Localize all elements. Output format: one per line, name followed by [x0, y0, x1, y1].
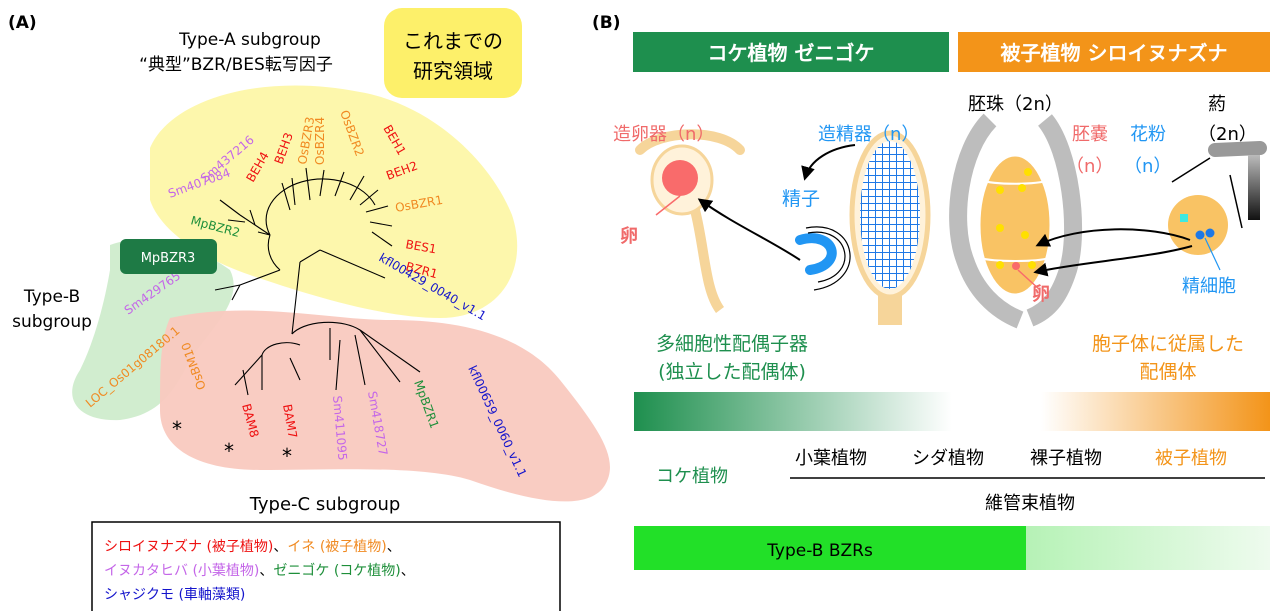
- type-c-blob: [160, 310, 610, 502]
- panel-b-label: (B): [592, 13, 621, 33]
- anther-ploidy: （2n）: [1198, 124, 1257, 145]
- typeb-bar-fade: [1026, 526, 1270, 570]
- pollen-label: 花粉: [1130, 124, 1166, 145]
- type-a-title: Type-A subgroup: [178, 30, 321, 50]
- legend-selaginella: イヌカタヒバ (小葉植物): [104, 563, 259, 579]
- embryo-sac-label: 胚嚢: [1072, 124, 1108, 145]
- gene-bes1: BES1: [404, 237, 437, 256]
- header-moss-text: コケ植物 ゼニゴケ: [708, 41, 875, 65]
- header-angiosperm: [958, 32, 1270, 72]
- antheridium-label: 造精器（n）: [818, 124, 919, 145]
- right-caption-line1: 胞子体に従属した: [1092, 333, 1244, 355]
- mpbzr3-highlight: [120, 239, 217, 274]
- arrow-antheridium-sperm: [801, 144, 856, 181]
- left-caption-line2: (独立した配偶体): [658, 361, 806, 383]
- gene-bam7: BAM7: [280, 403, 300, 439]
- ovule-label: 胚珠（2n）: [968, 94, 1063, 115]
- type-a-subtitle: “典型”BZR/BES転写因子: [139, 55, 333, 75]
- gene-sm411095: Sm411095: [330, 395, 350, 461]
- anther-illustration: [1171, 141, 1267, 229]
- typeb-bar-label: Type-B BZRs: [766, 541, 873, 561]
- type-b-subtitle: subgroup: [12, 312, 92, 332]
- type-b-blob: [72, 239, 234, 421]
- taxon-gymnosperm: 裸子植物: [1030, 448, 1102, 469]
- research-box-line2: 研究領域: [413, 59, 493, 83]
- anther-label: 葯: [1208, 94, 1226, 115]
- left-caption-line1: 多細胞性配偶子器: [656, 333, 808, 355]
- legend-end2: 、: [401, 563, 415, 579]
- egg-right-label: 卵: [1032, 283, 1050, 305]
- gene-osbzr4: OsBZR4: [313, 117, 327, 165]
- type-b-title: Type-B: [23, 287, 80, 307]
- typeb-bar-solid: [634, 526, 1026, 570]
- arrow-pollen-embryosac: [1035, 228, 1191, 247]
- taxon-moss: コケ植物: [656, 466, 728, 487]
- taxon-fern: シダ植物: [912, 448, 984, 469]
- legend-rice: イネ (被子植物): [287, 539, 386, 555]
- legend-line2: イヌカタヒバ (小葉植物)、ゼニゴケ (コケ植物)、: [104, 562, 415, 579]
- arrow-sperm-egg: [697, 198, 801, 261]
- gene-mpbzr3: MpBZR3: [141, 251, 196, 266]
- asterisk-bam8: *: [224, 439, 234, 463]
- panel-a-label: (A): [8, 13, 37, 33]
- pollen-illustration: [1168, 195, 1228, 271]
- embryo-sac-ploidy: （n）: [1066, 156, 1113, 177]
- arrow-pollen-egg: [1033, 245, 1193, 277]
- taxon-lycophyte: 小葉植物: [795, 448, 867, 469]
- phylogenetic-tree: [214, 167, 421, 396]
- sperm-label: 精子: [782, 188, 820, 210]
- legend-sep2: 、: [259, 563, 273, 579]
- sperm-cell-label: 精細胞: [1182, 276, 1236, 297]
- asterisk-osbam10: *: [172, 417, 182, 441]
- taxon-angiosperm: 被子植物: [1155, 448, 1227, 469]
- archegonium-illustration: [635, 129, 745, 313]
- type-a-blob: [150, 85, 518, 318]
- legend-end1: 、: [387, 539, 401, 555]
- asterisk-bam7: *: [282, 444, 292, 468]
- sperm-illustration: [795, 226, 851, 291]
- type-c-title: Type-C subgroup: [249, 494, 401, 515]
- species-legend: [91, 521, 561, 611]
- ovule-illustration: [949, 113, 1083, 329]
- archegonium-label: 造卵器（n）: [613, 124, 714, 145]
- gradient-bar: [634, 392, 1270, 431]
- legend-chara: シャジクモ (車軸藻類): [104, 586, 245, 603]
- header-moss: [633, 32, 949, 72]
- research-area-box: [384, 8, 522, 98]
- header-angiosperm-text: 被子植物 シロイヌナズナ: [1001, 41, 1228, 65]
- right-caption-line2: 配偶体: [1139, 361, 1196, 383]
- taxon-vascular: 維管束植物: [985, 493, 1075, 514]
- legend-sep1: 、: [273, 539, 287, 555]
- legend-marchantia: ゼニゴケ (コケ植物): [273, 562, 400, 579]
- pollen-ploidy: （n）: [1124, 156, 1171, 177]
- legend-arabidopsis: シロイヌナズナ (被子植物): [104, 539, 273, 555]
- antheridium-illustration: [849, 130, 931, 325]
- research-box-line1: これまでの: [403, 29, 503, 53]
- egg-left-label: 卵: [620, 225, 638, 247]
- legend-line1: シロイヌナズナ (被子植物)、イネ (被子植物)、: [104, 539, 401, 555]
